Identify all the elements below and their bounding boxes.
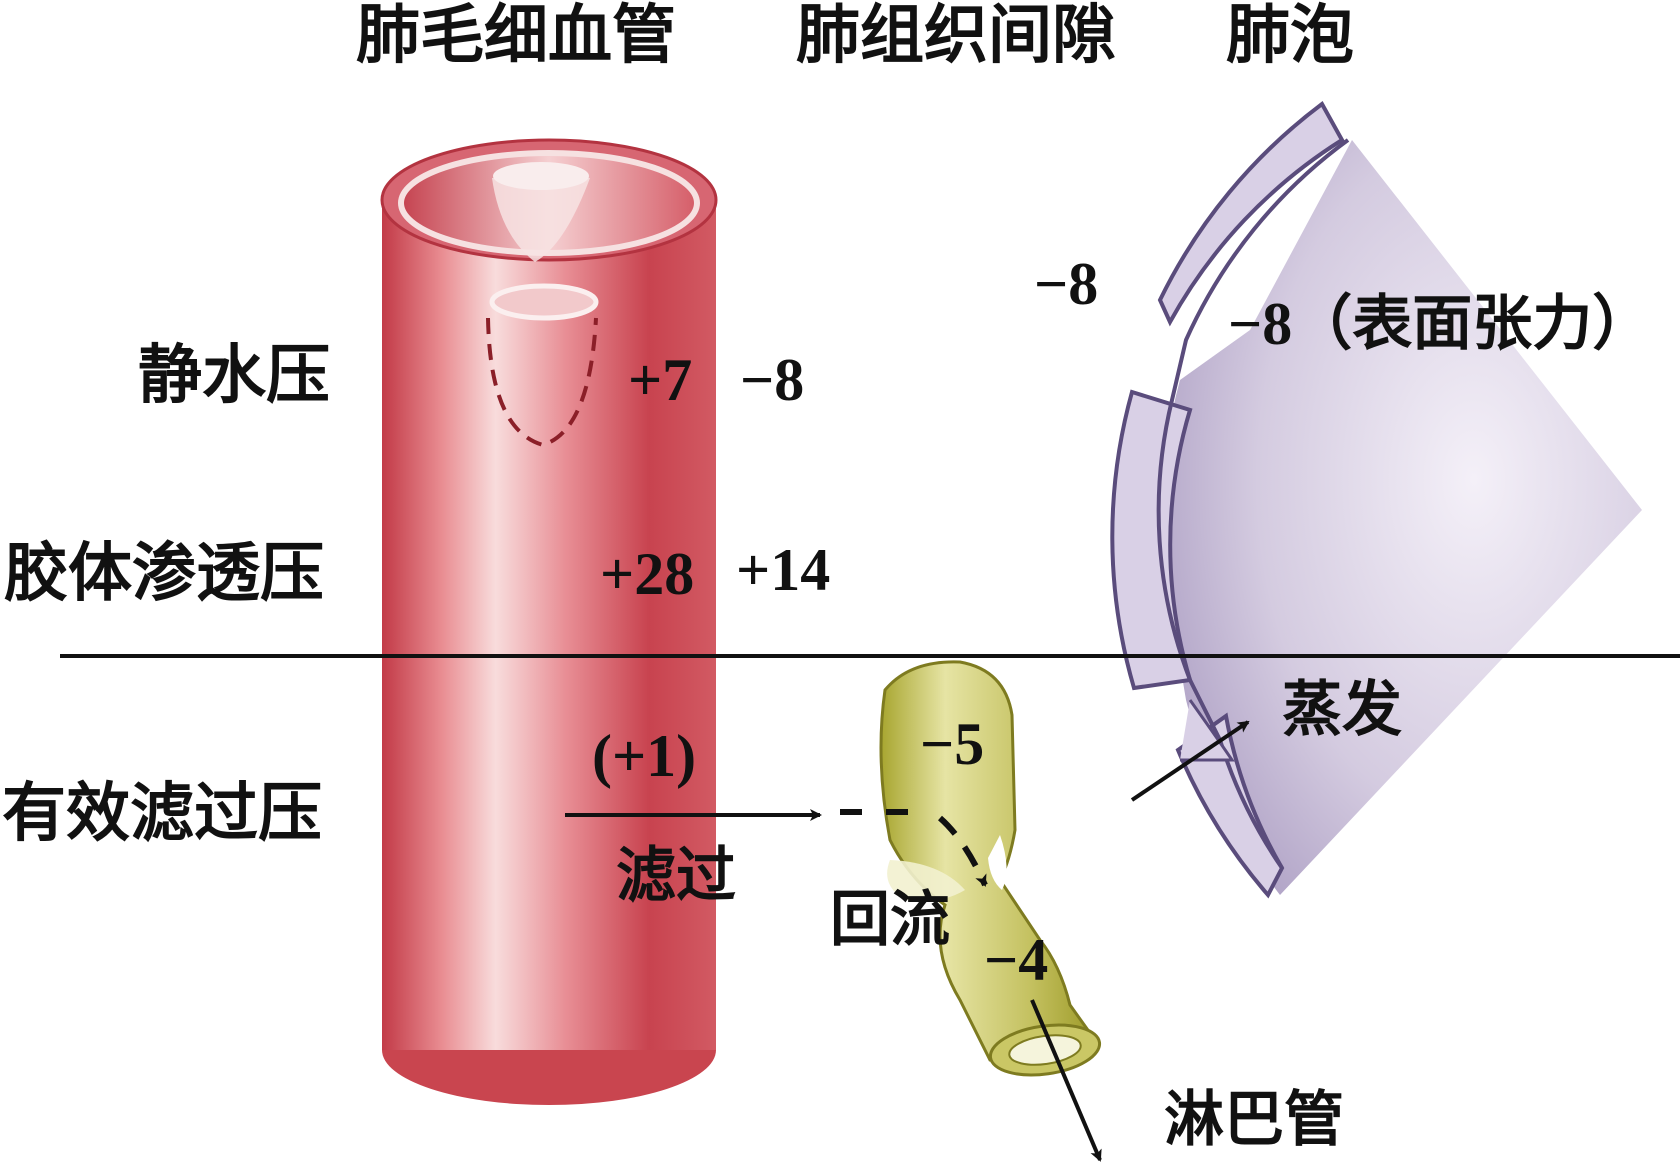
value-capillary-hydrostatic: +7 <box>628 347 693 413</box>
value-capillary-oncotic: +28 <box>600 541 695 607</box>
alveolus-wall <box>1110 101 1642 899</box>
header-alveolus: 肺泡 <box>1226 0 1354 73</box>
value-lymph-lower: −4 <box>984 927 1049 993</box>
row-label-effective: 有效滤过压 <box>2 776 322 851</box>
value-interstitial-oncotic: +14 <box>736 537 831 603</box>
evaporation-arrow <box>1130 720 1250 802</box>
label-filtration: 滤过 <box>616 841 736 911</box>
header-capillary: 肺毛细血管 <box>356 0 676 73</box>
reflux-arrow <box>840 809 985 885</box>
label-lymphatic: 淋巴管 <box>1164 1085 1344 1155</box>
lymph-outflow-arrow <box>1030 999 1102 1162</box>
value-surface-tension: −8（表面张力） <box>1228 291 1653 357</box>
value-alveolar-pressure: −8 <box>1034 251 1099 317</box>
capillary-tube <box>380 138 718 1105</box>
row-label-hydrostatic: 静水压 <box>138 338 330 413</box>
label-evaporation: 蒸发 <box>1282 675 1402 745</box>
value-lymph-upper: −5 <box>920 711 985 777</box>
label-reflux: 回流 <box>830 885 950 955</box>
value-effective-filtration: (+1) <box>592 723 697 789</box>
row-label-oncotic: 胶体渗透压 <box>4 536 324 611</box>
header-interstitium: 肺组织间隙 <box>796 0 1116 73</box>
value-interstitial-hydrostatic: −8 <box>740 347 805 413</box>
lymphatic-vessel <box>879 660 1102 1077</box>
